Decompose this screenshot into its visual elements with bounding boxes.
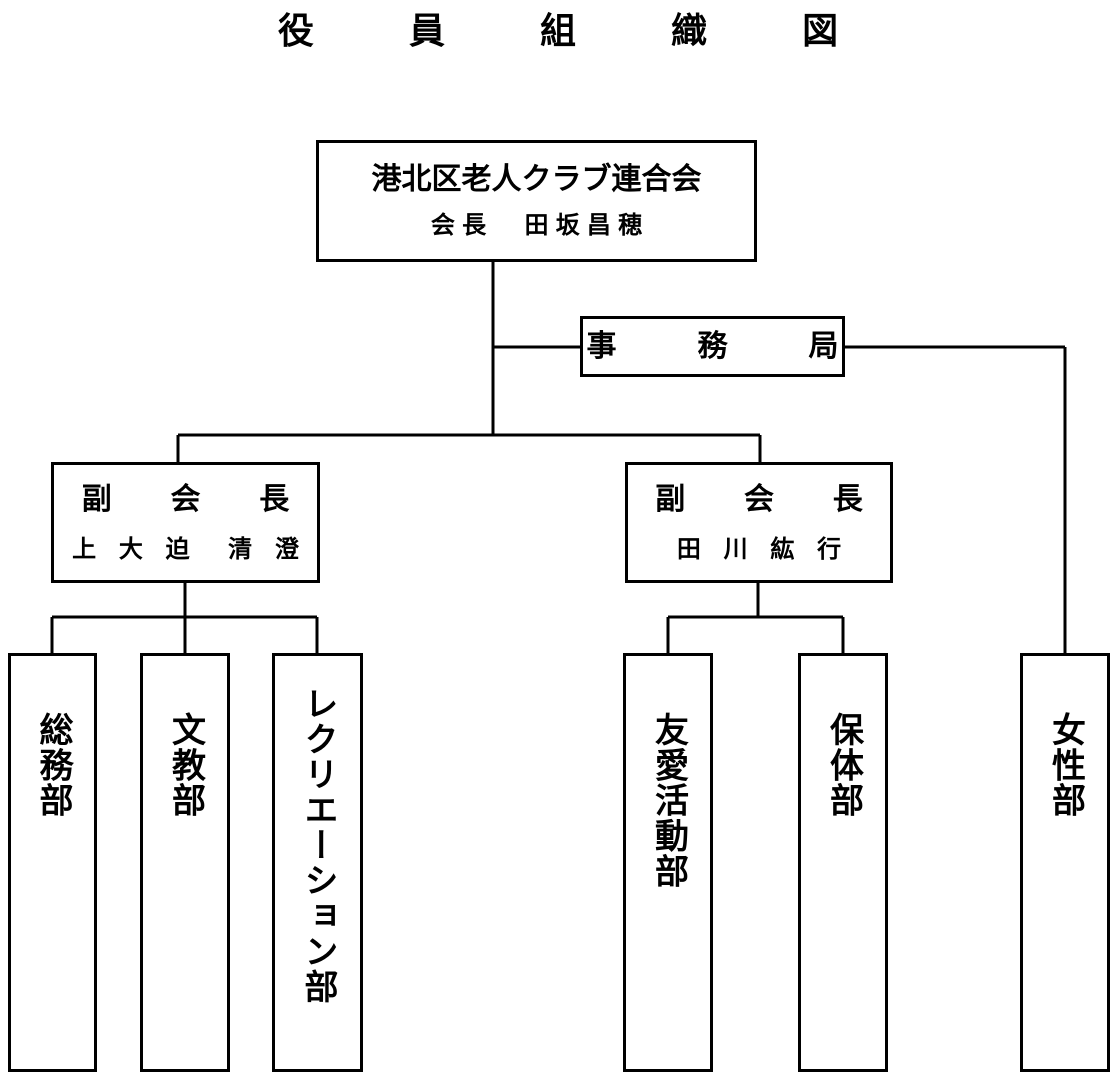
department-label: 保体部 <box>823 712 864 819</box>
node-secretariat[interactable]: 事 務 局 <box>580 316 845 377</box>
vice-president-right-title: 副 会 長 <box>655 481 878 517</box>
node-vice-president-right[interactable]: 副 会 長 田 川 紘 行 <box>625 462 893 583</box>
federation-title: 港北区老人クラブ連合会 <box>371 162 702 198</box>
secretariat-title: 事 務 局 <box>586 329 864 364</box>
vice-president-left-title: 副 会 長 <box>81 481 304 517</box>
node-department-culture-education[interactable]: 文教部 <box>140 653 230 1072</box>
federation-chairman: 会長 田坂昌穂 <box>430 211 650 240</box>
department-label: 文教部 <box>165 712 206 819</box>
department-label: 女性部 <box>1045 712 1086 819</box>
node-department-recreation[interactable]: レクリエーション部 <box>272 653 363 1072</box>
department-label: レクリエーション部 <box>298 686 339 1005</box>
node-department-womens[interactable]: 女性部 <box>1020 653 1110 1072</box>
node-department-friendship-activity[interactable]: 友愛活動部 <box>623 653 713 1072</box>
department-label: 総務部 <box>33 712 74 819</box>
page-title: 役 員 組 織 図 <box>277 11 868 52</box>
vice-president-left-name: 上 大 迫 清 澄 <box>72 534 307 563</box>
node-department-general-affairs[interactable]: 総務部 <box>8 653 97 1072</box>
vice-president-right-name: 田 川 紘 行 <box>676 534 849 563</box>
node-department-health-physical[interactable]: 保体部 <box>798 653 888 1072</box>
node-vice-president-left[interactable]: 副 会 長 上 大 迫 清 澄 <box>51 462 320 583</box>
node-federation[interactable]: 港北区老人クラブ連合会 会長 田坂昌穂 <box>316 140 757 262</box>
department-label: 友愛活動部 <box>648 712 689 889</box>
